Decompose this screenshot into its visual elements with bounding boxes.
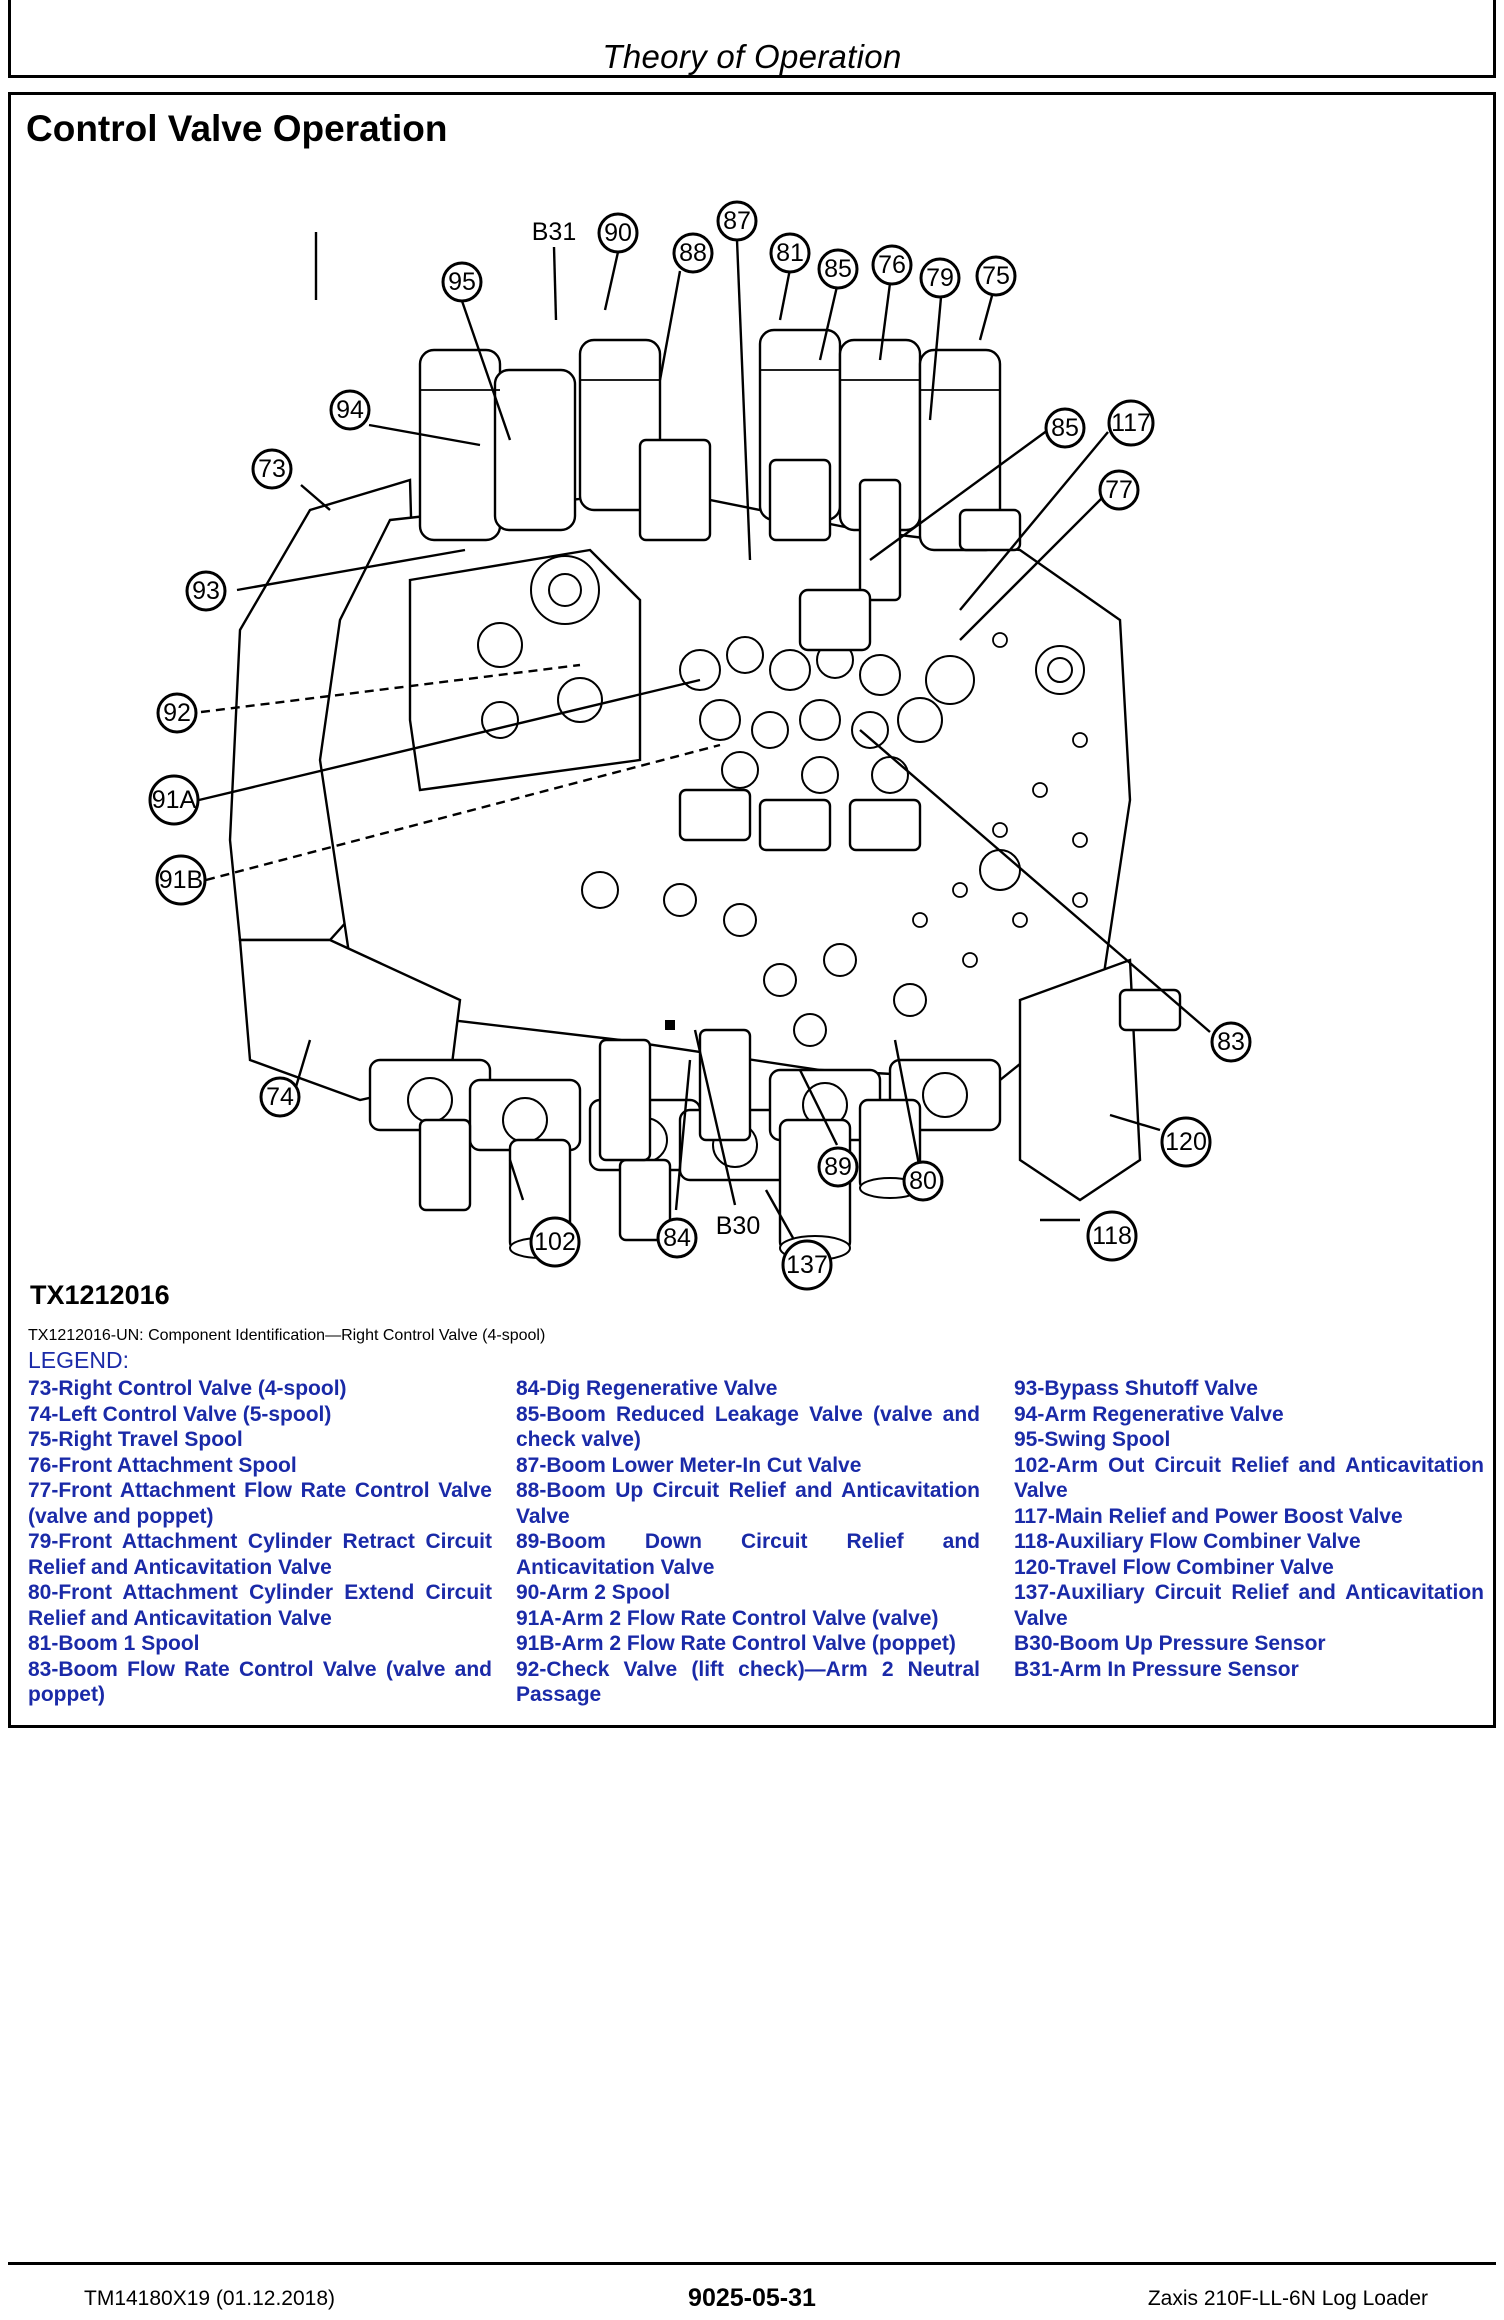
legend-item: 83-Boom Flow Rate Control Valve (valve a… xyxy=(28,1657,492,1707)
legend-column-3: 93-Bypass Shutoff Valve 94-Arm Regenerat… xyxy=(994,1376,1484,1708)
legend-item: 117-Main Relief and Power Boost Valve xyxy=(1014,1504,1403,1528)
legend-item: B31-Arm In Pressure Sensor xyxy=(1014,1657,1299,1681)
legend-item: 118-Auxiliary Flow Combiner Valve xyxy=(1014,1530,1361,1553)
legend-item: 102-Arm Out Circuit Relief and Anticavit… xyxy=(1014,1453,1484,1503)
legend-column-1: 73-Right Control Valve (4-spool) 74-Left… xyxy=(28,1376,502,1708)
legend-column-2: 84-Dig Regenerative Valve 85-Boom Reduce… xyxy=(502,1376,994,1708)
legend-item: 81-Boom 1 Spool xyxy=(28,1632,200,1655)
legend-item: 95-Swing Spool xyxy=(1014,1428,1171,1451)
legend-item: 137-Auxiliary Circuit Relief and Anticav… xyxy=(1014,1581,1484,1630)
control-valve-illustration xyxy=(120,200,1320,1290)
footer-model: Zaxis 210F-LL-6N Log Loader xyxy=(1147,2287,1428,2310)
legend-item: 87-Boom Lower Meter-In Cut Valve xyxy=(516,1453,862,1477)
figure-id: TX1212016 xyxy=(30,1280,170,1310)
footer-page-number: 9025-05-31 xyxy=(688,2284,816,2312)
header-title: Theory of Operation xyxy=(602,38,902,75)
legend-item: 94-Arm Regenerative Valve xyxy=(1014,1402,1284,1426)
legend-item: 74-Left Control Valve (5-spool) xyxy=(28,1402,332,1426)
legend-item: 84-Dig Regenerative Valve xyxy=(516,1377,778,1400)
valve-body xyxy=(228,328,1182,1261)
legend-item: 93-Bypass Shutoff Valve xyxy=(1014,1377,1258,1400)
footer-rule xyxy=(8,2262,1496,2265)
legend-item: 76-Front Attachment Spool xyxy=(28,1453,297,1477)
legend-item: 91A-Arm 2 Flow Rate Control Valve (valve… xyxy=(516,1606,939,1630)
legend-item: 77-Front Attachment Flow Rate Control Va… xyxy=(28,1479,492,1528)
legend-item: B30-Boom Up Pressure Sensor xyxy=(1014,1632,1326,1655)
legend-item: 75-Right Travel Spool xyxy=(28,1428,243,1451)
legend-item: 85-Boom Reduced Leakage Valve (valve and… xyxy=(516,1402,980,1452)
legend-item: 120-Travel Flow Combiner Valve xyxy=(1014,1555,1334,1579)
legend-item: 90-Arm 2 Spool xyxy=(516,1581,671,1604)
legend-item: 73-Right Control Valve (4-spool) xyxy=(28,1377,347,1400)
legend-item: 89-Boom Down Circuit Relief and Anticavi… xyxy=(516,1530,980,1579)
header-frame xyxy=(8,0,1496,78)
figure-caption: TX1212016-UN: Component Identification—R… xyxy=(28,1327,546,1344)
content-frame xyxy=(8,92,1496,1728)
legend-item: 91B-Arm 2 Flow Rate Control Valve (poppe… xyxy=(516,1632,956,1655)
valve-drawing xyxy=(228,232,1182,1261)
legend-item: 80-Front Attachment Cylinder Extend Circ… xyxy=(28,1581,492,1630)
legend-item: 88-Boom Up Circuit Relief and Anticavita… xyxy=(516,1479,980,1528)
legend-item: 79-Front Attachment Cylinder Retract Cir… xyxy=(28,1530,492,1579)
legend: 73-Right Control Valve (4-spool) 74-Left… xyxy=(28,1376,1484,1708)
legend-heading: LEGEND: xyxy=(28,1347,129,1373)
section-title: Control Valve Operation xyxy=(26,108,448,149)
legend-item: 92-Check Valve (lift check)—Arm 2 Neutra… xyxy=(516,1657,980,1707)
footer-manual-id: TM14180X19 (01.12.2018) xyxy=(84,2287,336,2310)
